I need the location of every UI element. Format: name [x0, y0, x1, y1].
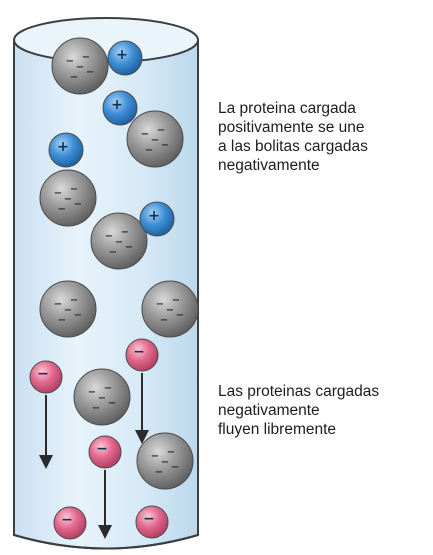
bead-6-charge: −: [98, 393, 106, 404]
bead-5: −−−−−: [141, 280, 199, 338]
bead-5-charge: −: [172, 295, 180, 306]
bead-7-charge: −: [161, 457, 169, 468]
bead-2-charge: −: [70, 184, 78, 195]
bead-7-charge: −: [155, 467, 163, 478]
bead-2-charge: −: [64, 194, 72, 205]
flow-arrows: [39, 373, 149, 539]
bead-1-charge: −: [157, 125, 165, 136]
bead-6: −−−−−: [73, 368, 131, 426]
bead-2-charge: −: [58, 204, 66, 215]
bead-6-charge: −: [88, 387, 96, 398]
bead-0-charge: −: [76, 62, 84, 73]
bead-6-charge: −: [108, 398, 116, 409]
bead-3-charge: −: [105, 231, 113, 242]
positive-protein-0-charge: +: [116, 47, 128, 63]
bead-7-charge: −: [171, 462, 179, 473]
bead-0: −−−−−: [51, 37, 109, 95]
bead-0-charge: −: [70, 72, 78, 83]
positive-protein-1-charge: +: [111, 97, 123, 113]
bead-1-charge: −: [151, 135, 159, 146]
label-negative-proteins-flow: Las proteinas cargadas negativamente flu…: [218, 383, 380, 438]
negative-protein-1: −: [125, 338, 159, 372]
column-bottom-rim: [13, 534, 199, 550]
bead-4-charge: −: [58, 315, 66, 326]
bead-5-charge: −: [160, 315, 168, 326]
bead-6-charge: −: [92, 403, 100, 414]
bead-4-charge: −: [64, 305, 72, 316]
negative-protein-0-charge: −: [37, 366, 49, 382]
particles: −−−−−−−−−−−−−−−−−−−−−−−−−−−−−−−−−−−−−−−−…: [29, 37, 199, 540]
bead-1: −−−−−: [126, 110, 184, 168]
bead-1-charge: −: [145, 145, 153, 156]
bead-5-charge: −: [166, 305, 174, 316]
bead-7-charge: −: [167, 447, 175, 458]
bead-7-charge: −: [151, 451, 159, 462]
positive-protein-3: +: [139, 201, 175, 237]
bead-2-charge: −: [74, 199, 82, 210]
negative-protein-2-charge: −: [96, 441, 108, 457]
negative-protein-1-charge: −: [133, 344, 145, 360]
bead-5-charge: −: [156, 299, 164, 310]
negative-protein-0: −: [29, 360, 63, 394]
bead-3-charge: −: [121, 227, 129, 238]
bead-2-charge: −: [54, 188, 62, 199]
negative-protein-3: −: [53, 506, 87, 540]
bead-3: −−−−−: [90, 212, 148, 270]
bead-0-charge: −: [82, 52, 90, 63]
negative-protein-4: −: [135, 505, 169, 539]
bead-3-charge: −: [115, 237, 123, 248]
positive-protein-3-charge: +: [148, 208, 160, 224]
negative-protein-4-charge: −: [143, 511, 155, 527]
bead-3-charge: −: [109, 247, 117, 258]
negative-protein-3-charge: −: [61, 512, 73, 528]
positive-protein-2-charge: +: [57, 139, 69, 155]
positive-protein-1: +: [102, 90, 138, 126]
negative-protein-2: −: [88, 435, 122, 469]
bead-4-charge: −: [54, 299, 62, 310]
positive-protein-0: +: [107, 40, 143, 76]
bead-0-charge: −: [86, 67, 94, 78]
label-positive-protein-binding: La proteina cargada positivamente se une…: [218, 100, 368, 174]
bead-7: −−−−−: [136, 432, 194, 490]
positive-protein-2: +: [48, 132, 84, 168]
bead-0-charge: −: [66, 56, 74, 67]
bead-1-charge: −: [141, 129, 149, 140]
bead-1-charge: −: [161, 140, 169, 151]
bead-4-charge: −: [70, 295, 78, 306]
bead-3-charge: −: [125, 242, 133, 253]
bead-2: −−−−−: [39, 169, 97, 227]
bead-4-charge: −: [74, 310, 82, 321]
bead-4: −−−−−: [39, 280, 97, 338]
bead-5-charge: −: [176, 310, 184, 321]
bead-6-charge: −: [104, 383, 112, 394]
